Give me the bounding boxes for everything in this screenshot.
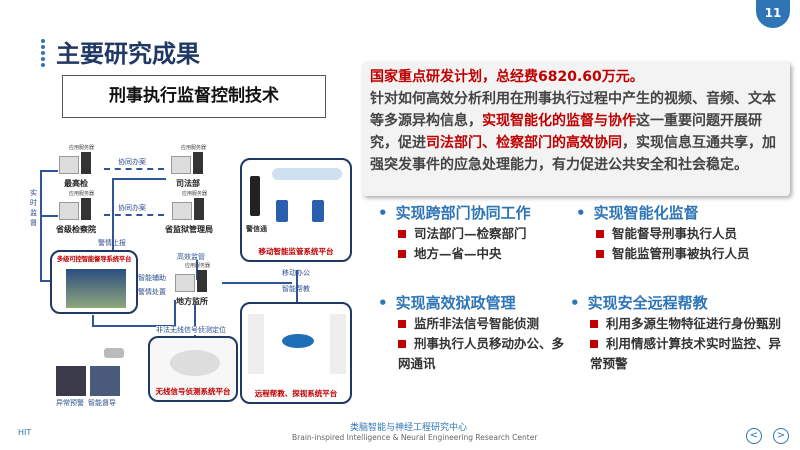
server-icon: 应用服务器 [172,191,207,222]
server-tag: 应用服务器 [181,145,207,151]
platform-supervision: 多级可控智能督导系统平台 [50,250,138,314]
section-title: 实现高效狱政管理 [395,294,516,312]
server-icon: 应用服务器 [175,263,210,294]
server-tag: 应用服务器 [69,145,95,151]
list-item: 智能督导刑事执行人员 [596,224,791,244]
link-label: 非法无线信号侦测定位 [156,326,226,335]
link-label: 移动办公 [282,269,310,277]
server-tag: 应用服务器 [185,263,211,269]
info-highlight: 实现智能化的监督与协作 [482,113,636,129]
link-label: 警情上报 [98,239,126,247]
footer-center-name-en: Brain-inspired Intelligence & Neural Eng… [292,433,538,442]
camera-feeds [56,348,138,396]
section-remote-education: •实现安全远程帮教 利用多源生物特征进行身份甄别利用情感计算技术实时监控、异常预… [570,292,792,374]
page-title: 主要研究成果 [56,40,200,68]
tower-icon [170,350,220,376]
node-provincial-prison-bureau: 应用服务器省监狱管理局 [165,191,213,234]
platform-mobile: 警信通 移动智能监管系统平台 [240,158,352,262]
footer-center-name: 类脑智能与神经工程研究中心 [350,423,468,433]
link-label: 实时监督 [30,189,37,227]
node-police-phone: 警信通 [246,225,267,233]
info-box: 国家重点研发计划，总经费6820.60万元。 针对如何高效分析利用在刑事执行过程… [362,62,790,196]
next-slide-button[interactable]: > [773,428,789,444]
title-dots-icon [38,37,48,67]
architecture-diagram: 应用服务器最高检 应用服务器司法部 应用服务器省级检察院 应用服务器省监狱管理局… [0,130,360,410]
list-item: 刑事执行人员移动办公、多网通讯 [398,336,565,371]
link-label: 协同办案 [118,204,146,212]
list-item: 监所非法信号智能侦测 [398,314,573,334]
list-item: 智能监管刑事被执行人员 [596,244,791,264]
screenshot-image [66,269,126,308]
server-tag: 应用服务器 [69,191,95,197]
link-label: 智能帮教 [282,285,310,293]
info-text: 这一重要问题开展研究，促进 [370,113,762,151]
video-frame [56,366,86,396]
node-ministry-of-justice: 应用服务器司法部 [168,145,208,189]
list-item: 司法部门—检察部门 [398,224,578,244]
prev-slide-button[interactable]: < [746,428,762,444]
server-icon: 应用服务器 [59,191,94,222]
funding-line: 国家重点研发计划，总经费6820.60万元。 [370,69,644,85]
link-label: 警情处置 [138,288,166,296]
section-title: 实现安全远程帮教 [587,294,708,312]
section-cross-department: •实现跨部门协同工作 司法部门—检察部门地方—省—中央 [378,202,578,264]
cloud-icon [272,168,342,180]
node-supreme-procuratorate: 应用服务器最高检 [56,145,96,189]
server-icon: 应用服务器 [59,145,94,176]
info-highlight: 司法部门、检察部门的高效协同 [426,135,622,151]
camera-icon [104,348,124,358]
link-label: 高效监管 [177,253,205,261]
node-provincial-procuratorate: 应用服务器省级检察院 [56,191,96,234]
platform-remote-visit: 远程帮教、探视系统平台 [240,302,352,404]
link-label: 异常预警 [56,399,84,407]
hit-logo: HIT [18,428,32,437]
page-number: 11 [756,0,790,28]
participants-image [248,314,264,374]
list-item: 地方—省—中央 [398,244,578,264]
network-hub-icon [282,334,314,348]
info-text: 针对如何高效分析利用在刑事执行过程中产生的视频、音频、文本等多源异构信息， [370,91,776,129]
link-label: 智能督导 [88,399,116,407]
section-prison-management: •实现高效狱政管理 监所非法信号智能侦测刑事执行人员移动办公、多网通讯 [378,292,573,374]
server-tag: 应用服务器 [182,191,208,197]
participants-image [330,314,346,374]
server-icon: 应用服务器 [171,145,206,176]
phone-icon [276,200,288,222]
info-text: ，实现信息互通共享，加强突发事件的应急处理能力，有力促进公共安全和社会稳定。 [370,135,776,173]
node-local-prison: 应用服务器地方监所 [175,263,211,306]
section-smart-supervision: •实现智能化监督 智能督导刑事执行人员智能监管刑事被执行人员 [576,202,791,264]
list-item: 利用多源生物特征进行身份甄别 [590,314,792,334]
walkie-talkie-icon [250,176,260,216]
section-title: 实现跨部门协同工作 [395,204,531,222]
video-frame [90,366,120,396]
link-label: 智能辅助 [138,274,166,282]
list-item: 利用情感计算技术实时监控、异常预警 [590,336,782,371]
platform-signal-detection: 无线信号侦测系统平台 [148,336,238,402]
subtitle-box: 刑事执行监督控制技术 [62,75,326,118]
info-paragraph: 针对如何高效分析利用在刑事执行过程中产生的视频、音频、文本等多源异构信息，实现智… [370,88,782,176]
link-label: 协同办案 [118,158,146,166]
section-title: 实现智能化监督 [593,204,699,222]
phone-icon [312,200,324,222]
